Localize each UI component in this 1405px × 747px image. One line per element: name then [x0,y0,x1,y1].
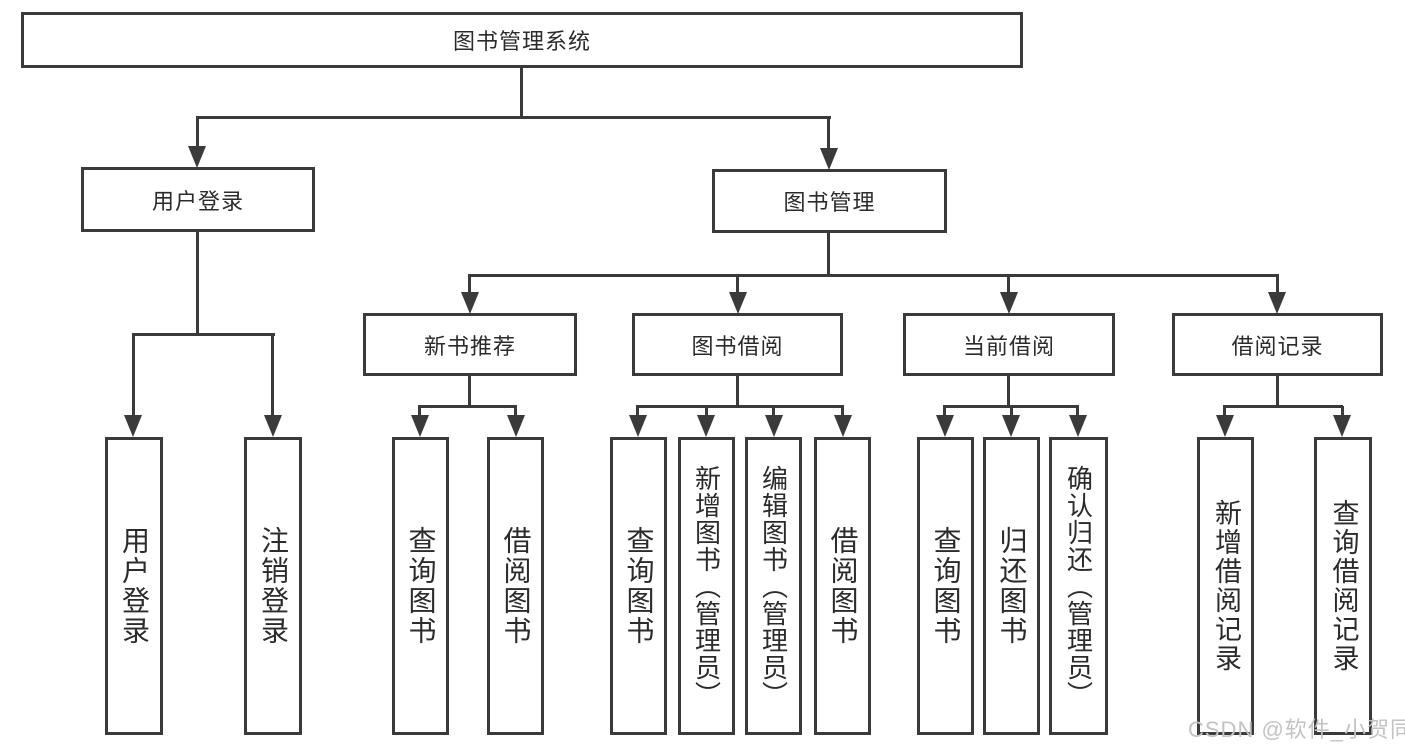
node-book-management: 图书管理 [712,169,947,233]
arrowhead-leaf-query-borrow [629,415,647,437]
connector-new-book-bar [418,405,517,408]
leaf-borrow-book-recommend: 借阅图书 [487,437,544,735]
node-new-book-recommend: 新书推荐 [363,313,577,376]
connector-level1-bar [196,116,831,119]
arrowhead-leaf-return-book [1002,415,1020,437]
connector-to-user-login [196,117,199,148]
leaf-borrow-book-borrow: 借阅图书 [814,437,871,735]
leaf-query-book-recommend: 查询图书 [392,437,449,735]
leaf-user-login-label: 用户登录 [119,526,150,646]
node-new-book-recommend-label: 新书推荐 [423,333,516,359]
node-root: 图书管理系统 [21,12,1023,68]
leaf-add-book-admin: 新增图书（管理员） [678,437,735,735]
connector-to-leaf-borrow-recommend [514,406,517,417]
node-borrow-records-label: 借阅记录 [1231,333,1324,359]
arrowhead-leaf-edit-book [765,415,783,437]
arrowhead-leaf-borrow-book [834,415,852,437]
node-current-borrow-label: 当前借阅 [962,333,1055,359]
leaf-edit-book-admin-label: 编辑图书（管理员） [758,464,789,708]
connector-to-leaf-query-record [1341,406,1344,417]
arrowhead-user-login [188,146,206,168]
leaf-query-book-current: 查询图书 [917,437,974,735]
node-borrow-records: 借阅记录 [1172,313,1383,376]
arrowhead-leaf-logout [264,415,282,437]
csdn-watermark: CSDN @软件_小贺同学 [1188,717,1405,742]
connector-to-leaf-return-book [1010,406,1013,417]
connector-to-new-book [468,275,471,293]
connector-to-book-borrow [736,275,739,293]
leaf-return-book: 归还图书 [983,437,1040,735]
arrowhead-borrow-records [1268,292,1286,314]
connector-to-leaf-add-book [705,406,708,417]
node-book-borrow-label: 图书借阅 [691,333,784,359]
connector-to-leaf-add-record [1223,406,1226,417]
leaf-borrow-book-recommend-label: 借阅图书 [500,526,532,646]
leaf-query-book-recommend-label: 查询图书 [405,526,437,646]
connector-to-leaf-user-login [132,334,135,417]
arrowhead-leaf-add-record [1216,415,1234,437]
leaf-query-book-borrow-label: 查询图书 [623,526,655,646]
node-book-borrow: 图书借阅 [632,313,843,376]
leaf-borrow-book-borrow-label: 借阅图书 [827,526,859,646]
connector-to-leaf-query-borrow [636,406,639,417]
leaf-confirm-return-admin: 确认归还（管理员） [1049,437,1108,735]
node-user-login-label: 用户登录 [151,188,244,214]
connector-to-book-management [827,117,830,149]
leaf-return-book-label: 归还图书 [996,526,1028,646]
arrowhead-book-management [820,148,838,170]
leaf-query-book-current-label: 查询图书 [930,526,962,646]
connector-borrow-records-riser [1276,376,1279,407]
leaf-query-book-borrow: 查询图书 [610,437,667,735]
connector-user-login-bar [132,333,275,336]
connector-book-borrow-riser [736,376,739,407]
leaf-edit-book-admin: 编辑图书（管理员） [745,437,802,735]
node-root-label: 图书管理系统 [452,29,591,54]
arrowhead-book-borrow [729,292,747,314]
arrowhead-leaf-query-recommend [411,415,429,437]
arrowhead-leaf-user-login [124,415,142,437]
leaf-add-book-admin-label: 新增图书（管理员） [691,464,722,708]
arrowhead-current-borrow [1000,292,1018,314]
connector-to-borrow-records [1276,275,1279,293]
connector-new-book-riser [468,376,471,407]
arrowhead-new-book [461,292,479,314]
connector-current-borrow-riser [1007,376,1010,407]
arrowhead-leaf-query-current [936,415,954,437]
arrowhead-leaf-add-book [697,415,715,437]
connector-book-management-riser [827,233,830,276]
connector-to-leaf-logout [271,334,274,417]
leaf-logout: 注销登录 [244,437,302,735]
connector-to-current-borrow [1007,275,1010,293]
connector-to-leaf-edit-book [772,406,775,417]
arrowhead-leaf-query-record [1333,415,1351,437]
leaf-add-borrow-record: 新增借阅记录 [1197,437,1254,735]
leaf-add-borrow-record-label: 新增借阅记录 [1211,499,1241,673]
connector-to-leaf-confirm-return [1076,406,1079,417]
leaf-query-borrow-record-label: 查询借阅记录 [1328,499,1359,673]
connector-level3-bar [468,274,1279,277]
leaf-logout-label: 注销登录 [258,526,289,646]
leaf-confirm-return-admin-label: 确认归还（管理员） [1063,464,1094,708]
connector-to-leaf-borrow-book [841,406,844,417]
connector-borrow-records-bar [1223,405,1343,408]
connector-to-leaf-query-current [943,406,946,417]
arrowhead-leaf-confirm-return [1069,415,1087,437]
node-current-borrow: 当前借阅 [903,313,1115,376]
connector-root-riser [520,68,523,118]
leaf-user-login: 用户登录 [105,437,163,735]
connector-to-leaf-query-recommend [418,406,421,417]
node-user-login: 用户登录 [81,167,315,232]
leaf-query-borrow-record: 查询借阅记录 [1314,437,1372,735]
node-book-management-label: 图书管理 [783,190,876,215]
arrowhead-leaf-borrow-recommend [507,415,525,437]
connector-user-login-riser [196,232,199,335]
connector-book-borrow-bar [636,405,844,408]
